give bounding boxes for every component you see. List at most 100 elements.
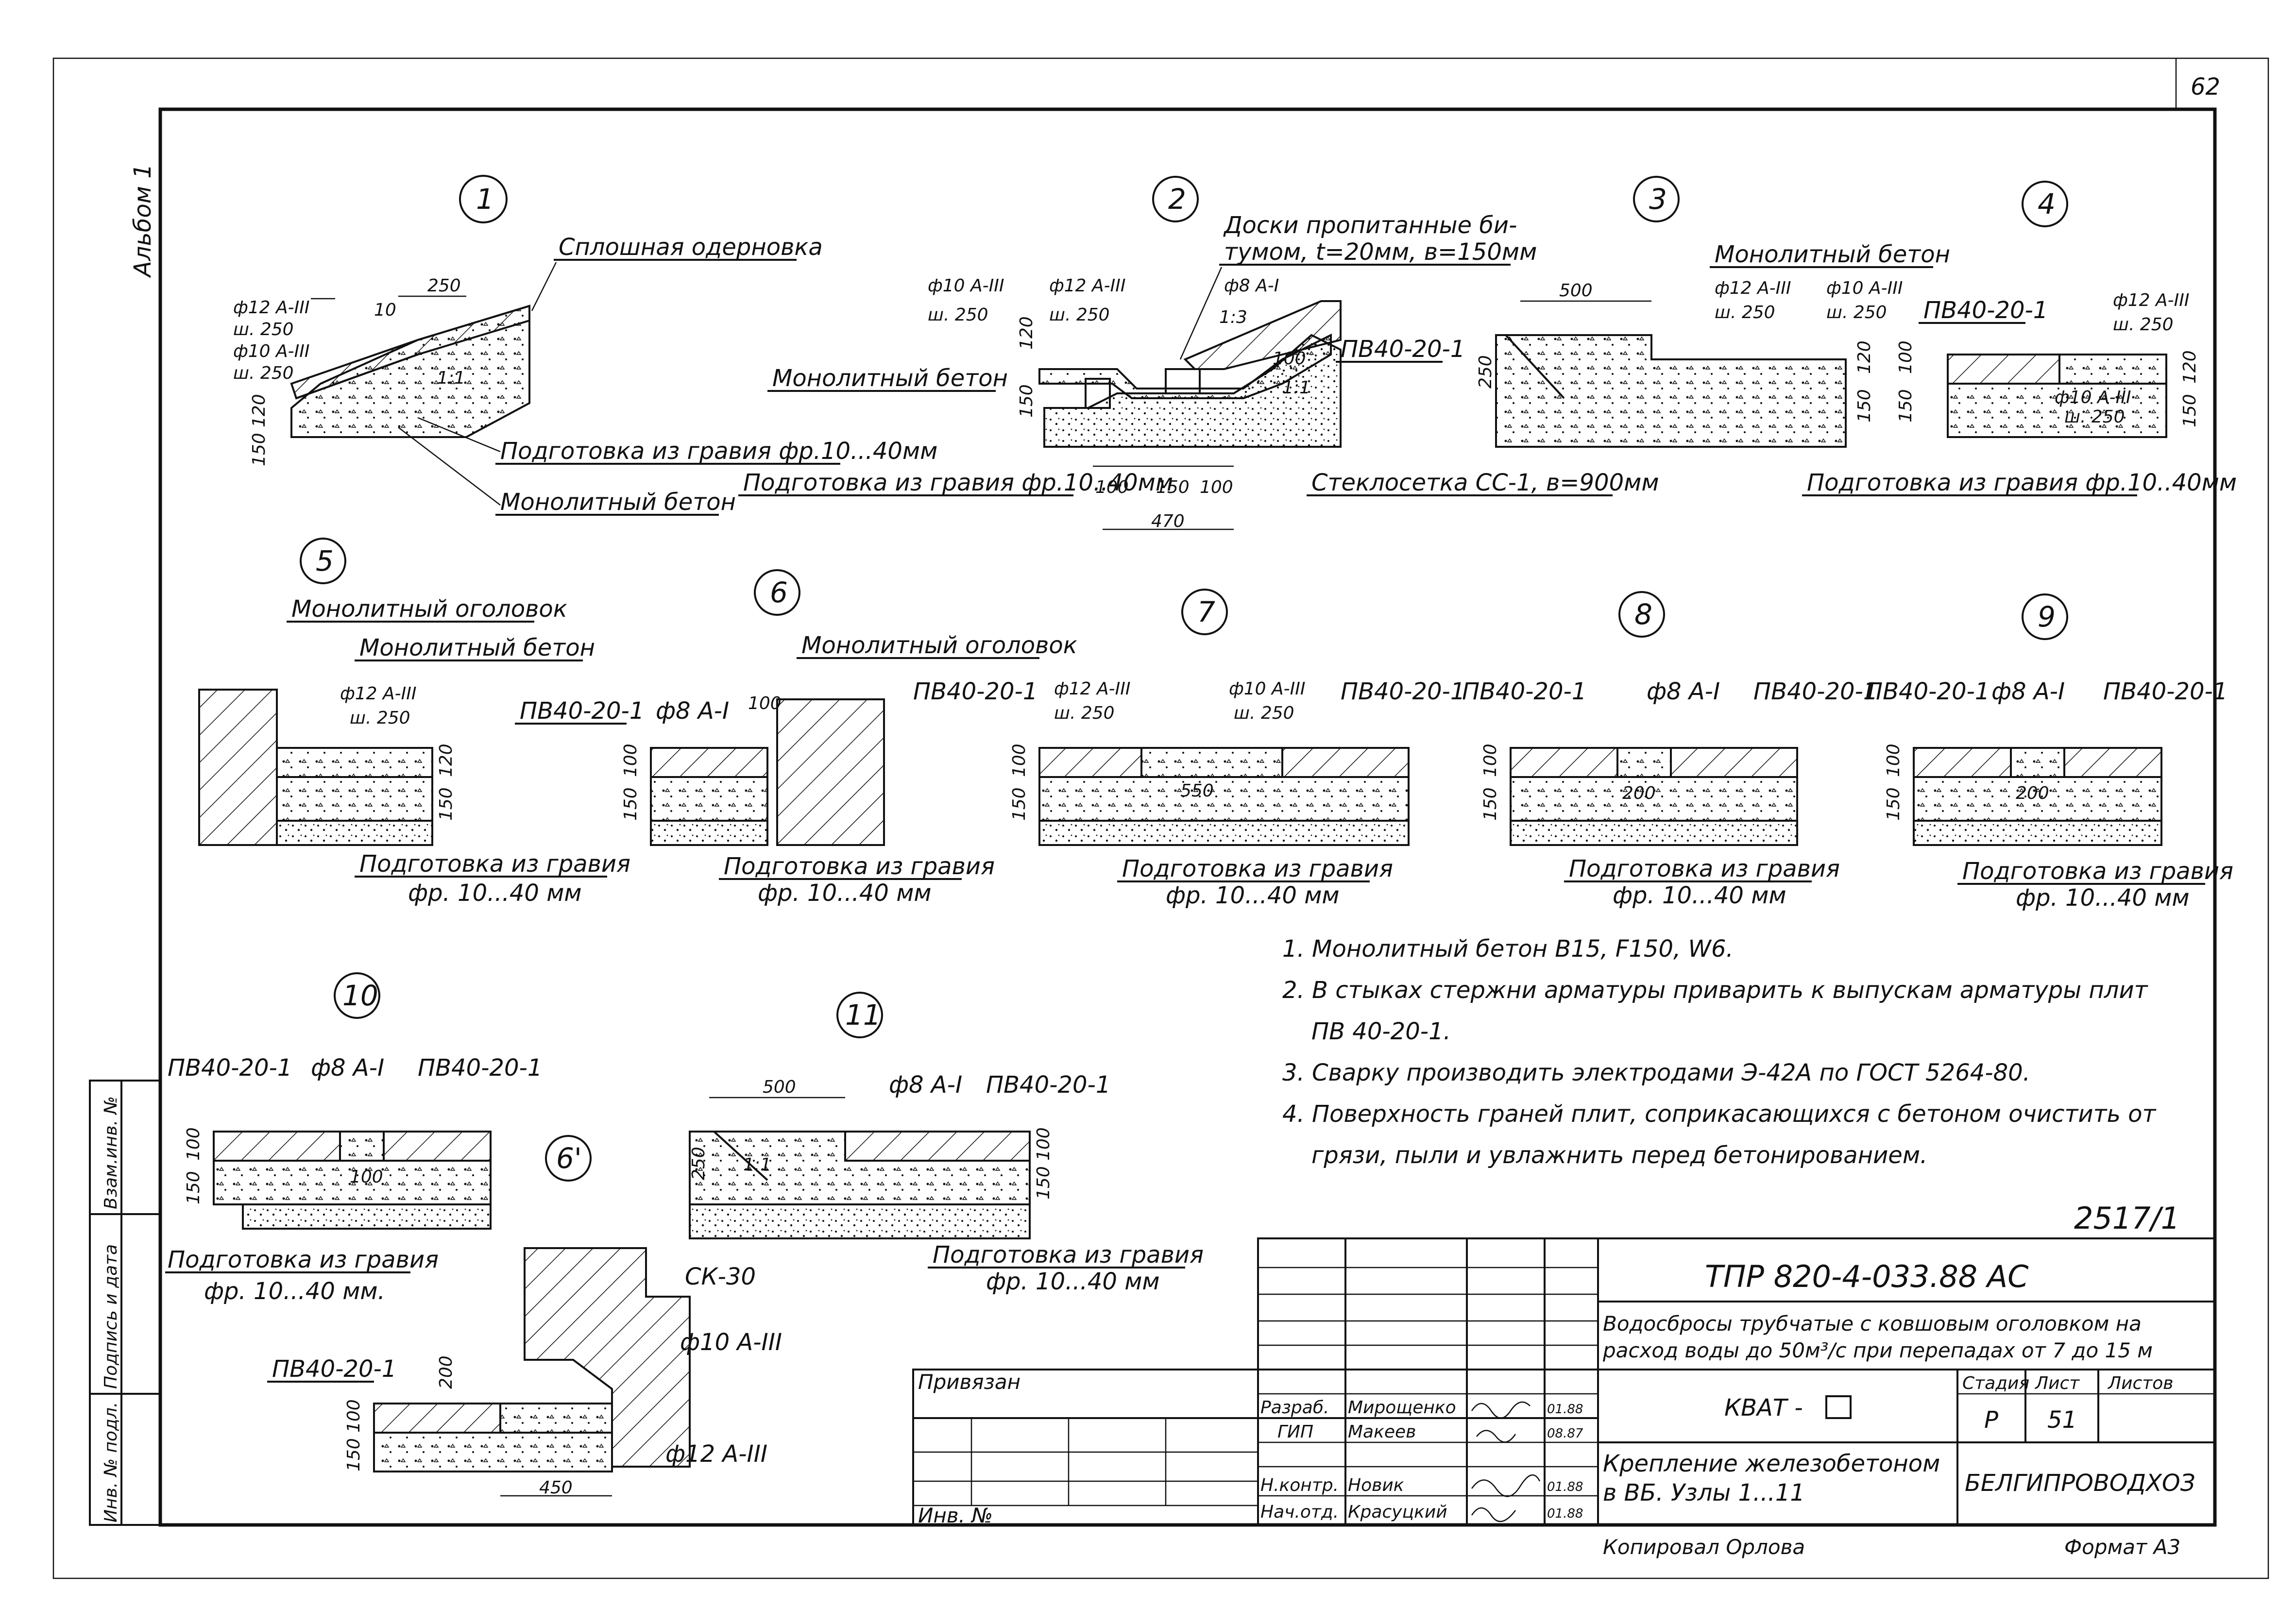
node-10-pv-b: ПВ40-20-1 [418, 1054, 542, 1082]
node-7-number: 7 [1197, 595, 1215, 628]
node-4-sh250-b: ш. 250 [2064, 407, 2125, 427]
node-11-podgotovka: Подготовка из гравия [933, 1241, 1204, 1269]
node-7-d12: ф12 А-III [1054, 679, 1131, 699]
sheet-value: 51 [2047, 1406, 2077, 1434]
node-6-dim100: 100 [748, 694, 782, 713]
kvat-label: КВАТ - [1724, 1394, 1803, 1421]
note-2: 2. В стыках стержни арматуры приварить к… [1282, 977, 2149, 1004]
node-2-dim100b: 100 [1095, 477, 1129, 497]
person-name-1: Мирощенко [1348, 1398, 1456, 1418]
node-2-dim470: 470 [1151, 511, 1185, 531]
person-date-1: 01.88 [1547, 1402, 1583, 1417]
sheet-header: Лист [2034, 1373, 2080, 1393]
node-3-number: 3 [1649, 183, 1667, 216]
sheets-header: Листов [2107, 1373, 2173, 1393]
node-7-dim100: 100 [1009, 744, 1029, 777]
node-4-d10: ф10 А-III [2055, 388, 2131, 407]
signature-1 [1471, 1401, 1531, 1419]
node-7-sh250-a: ш. 250 [1054, 703, 1115, 723]
node-4: 4 ПВ40-20-1 ф12 А-III ш. 250 ф10 А-III ш… [1802, 181, 2237, 496]
privyazan-label: Привязан [918, 1370, 1020, 1394]
node-9-fr: фр. 10...40 мм [2016, 884, 2190, 912]
node-1-slope: 1:1 [437, 368, 465, 388]
node-9-dim150: 150 [1884, 787, 1904, 821]
node-10-number: 10 [342, 979, 378, 1012]
node-1-dim10: 10 [374, 300, 396, 320]
node-9-pv-b: ПВ40-20-1 [2103, 678, 2228, 705]
person-date-4: 01.88 [1547, 1506, 1583, 1521]
node-10-dim150: 150 [184, 1171, 204, 1204]
node-8-dim150: 150 [1480, 787, 1500, 821]
node-4-dim150b: 150 [2180, 394, 2200, 427]
doc-code: ТПР 820-4-033.88 АС [1705, 1259, 2029, 1294]
node-2-dim100c: 100 [1200, 477, 1233, 497]
node-6p-number: 6' [556, 1142, 582, 1175]
node-11: 11 500 ф8 А-I ПВ40-20-1 1:1 250 100 150 … [689, 992, 1204, 1295]
node-4-dim150: 150 [1896, 389, 1916, 423]
node-11-dim100: 100 [1034, 1127, 1054, 1161]
side-podpis: Подпись и дата [101, 1244, 121, 1389]
node-2-podgotovka: Подготовка из гравия фр.10..40мм [743, 469, 1173, 496]
side-vzam: Взам.инв. № [101, 1096, 121, 1209]
album-label: Альбом 1 [129, 164, 156, 278]
format-label: Формат А3 [2064, 1535, 2180, 1559]
node-4-pv: ПВ40-20-1 [1923, 297, 2048, 324]
node-2-dim150: 150 [1017, 384, 1037, 418]
subject-1: Крепление железобетоном [1603, 1450, 1940, 1477]
node-4-sh250: ш. 250 [2113, 315, 2174, 335]
title-block: 2517/1 Привязан Инв. № Разраб. Мирощенко… [912, 1201, 2216, 1559]
node-9-number: 9 [2038, 600, 2056, 633]
node-5-fr: фр. 10...40 мм [408, 880, 582, 907]
node-1-monolit: Монолитный бетон [500, 489, 736, 516]
node-10-dim100: 100 [350, 1167, 383, 1187]
node-6p-dim100: 100 [344, 1399, 364, 1433]
side-stamp: Инв. № подл. Подпись и дата Взам.инв. № [89, 1080, 161, 1526]
node-11-dim250: 250 [689, 1147, 709, 1180]
note-2b: ПВ 40-20-1. [1311, 1018, 1451, 1045]
signature-3 [1471, 1474, 1541, 1497]
node-6p-dim200: 200 [436, 1355, 456, 1389]
node-4-dim100: 100 [1896, 340, 1916, 374]
node-7-d10: ф10 А-III [1229, 679, 1306, 699]
node-8-dim100: 100 [1480, 744, 1500, 777]
node-5-monolit: Монолитный бетон [359, 634, 595, 661]
node-6-dim150: 150 [621, 787, 641, 821]
node-4-podgotovka: Подготовка из гравия фр.10..40мм [1807, 469, 2237, 496]
node-5-dim120: 120 [436, 744, 456, 777]
node-6p-dim450: 450 [539, 1478, 573, 1498]
node-6-number: 6 [770, 576, 788, 609]
node-2-steklo: Стеклосетка СС-1, в=900мм [1311, 469, 1659, 496]
node-2-d10: ф10 А-III [928, 276, 1004, 296]
node-5-podgotovka: Подготовка из гравия [359, 850, 630, 878]
node-3-dim150: 150 [1854, 389, 1874, 423]
node-8-d8: ф8 А-I [1647, 678, 1720, 705]
node-5-dim150: 150 [436, 787, 456, 821]
node-2-doski-1: Доски пропитанные би- [1223, 212, 1517, 239]
node-6-prime: 6' СК-30 ф10 А-III 200 ПВ40-20-1 100 150… [267, 1135, 782, 1498]
person-name-3: Новик [1348, 1475, 1404, 1495]
stage-value: Р [1984, 1406, 1998, 1434]
kvat-box [1825, 1395, 1852, 1419]
node-2: 2 Доски пропитанные би- тумом, t=20мм, в… [738, 176, 1659, 531]
node-7-dim550: 550 [1180, 781, 1214, 801]
node-8-number: 8 [1634, 598, 1652, 631]
node-3-dim250: 250 [1476, 355, 1496, 389]
node-6p-d10: ф10 А-III [680, 1329, 782, 1356]
node-4-dim120: 120 [2180, 350, 2200, 384]
node-5-sh250: ш. 250 [350, 708, 410, 728]
person-role-4: Нач.отд. [1260, 1502, 1339, 1522]
node-1: 1 Сплошная одерновка ф12 А-III ш. 250 ф1… [233, 175, 937, 516]
node-6p-d12: ф12 А-III [665, 1440, 767, 1468]
node-6: 6 Монолитный оголовок ПВ40-20-1 ф8 А-I 1… [515, 569, 1077, 907]
node-2-doski-2: тумом, t=20мм, в=150мм [1224, 238, 1537, 266]
node-3-dim120: 120 [1854, 340, 1874, 374]
note-3: 3. Сварку производить электродами Э-42А … [1282, 1059, 2030, 1086]
node-3-monolit: Монолитный бетон [1715, 241, 1950, 268]
person-name-2: Макеев [1348, 1422, 1416, 1442]
node-7-podgotovka: Подготовка из гравия [1122, 855, 1393, 882]
note-4b: грязи, пыли и увлажнить перед бетонирова… [1311, 1142, 1927, 1169]
node-3: 3 Монолитный бетон 500 ф12 А-III ш. 250 … [1476, 176, 1950, 448]
side-inv-podl: Инв. № подл. [101, 1402, 121, 1522]
node-10-pv-a: ПВ40-20-1 [168, 1054, 292, 1082]
